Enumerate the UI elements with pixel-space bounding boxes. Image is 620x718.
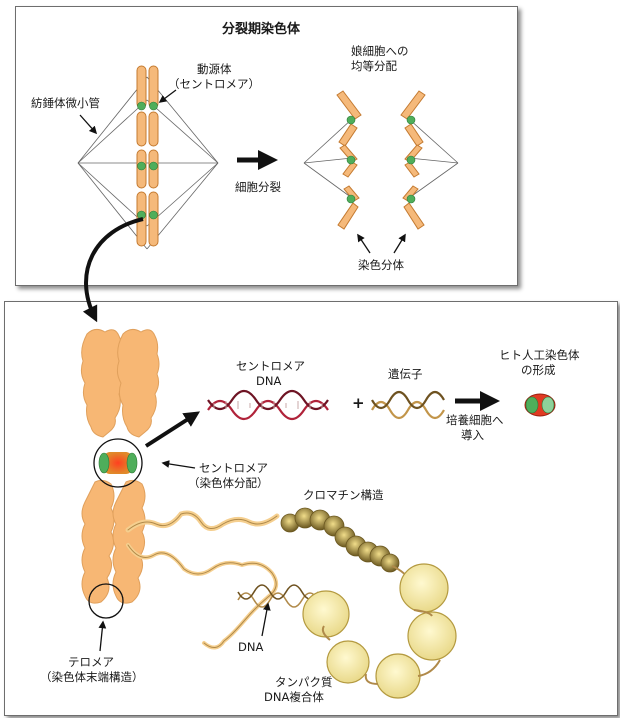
centromere-pointer-arrow-bottom	[163, 463, 195, 468]
centromere-kinetochore-left	[99, 453, 109, 473]
chromatin-solenoid	[281, 508, 399, 572]
spindle-pointer-arrow	[80, 115, 96, 133]
gene-label: 遺伝子	[388, 367, 423, 381]
daughter-spindle-lines	[304, 119, 458, 198]
telomere-label-line2: （染色体末端構造）	[40, 670, 144, 684]
dna-label: DNA	[238, 640, 263, 654]
centromere-dna-helix	[208, 391, 328, 419]
division-label: 細胞分裂	[235, 180, 281, 194]
hac-label-line1: ヒト人工染色体	[499, 348, 580, 362]
daughter-label-line1: 娘細胞への	[351, 44, 409, 58]
protein-dna-complex-label-line2: DNA複合体	[264, 690, 324, 704]
centromere-dna-label-line1: セントロメア	[236, 359, 305, 373]
introduce-label-line2: 導入	[461, 428, 484, 442]
chromatid-pointer-right	[394, 235, 405, 253]
dna-pointer-arrow	[262, 604, 268, 636]
centromere-dna-label-line2: DNA	[256, 374, 281, 388]
centromere-label-line2: （セントロメア）	[168, 77, 260, 91]
centromere-function-label-line2: （染色体分配）	[188, 476, 269, 490]
chromatid-pointer-left	[358, 235, 370, 253]
centromere-function-label-line1: セントロメア	[199, 461, 268, 475]
chromatin-structure-label: クロマチン構造	[303, 488, 384, 502]
chromatin-fiber	[128, 513, 277, 648]
protein-dna-complex-label-line1: タンパク質	[275, 675, 333, 689]
plus-sign: +	[352, 396, 365, 410]
telomere-pointer-arrow	[100, 622, 103, 651]
hac-label-line2: の形成	[521, 363, 556, 377]
gene-dna-helix	[372, 392, 444, 418]
spindle-label: 紡錘体微小管	[31, 96, 100, 110]
centromere-label-line1: 動源体	[197, 62, 232, 76]
kinetochores-daughter	[347, 116, 415, 203]
centromere-kinetochore-right	[127, 453, 137, 473]
telomere-label-line1: テロメア	[68, 655, 114, 669]
mitotic-chromosome-title: 分裂期染色体	[222, 23, 300, 37]
daughter-label-line2: 均等分配	[351, 59, 397, 73]
centromere-to-dna-arrow	[146, 414, 196, 446]
chromatid-label: 染色分体	[358, 258, 404, 272]
introduce-label-line1: 培養細胞へ	[446, 413, 504, 427]
artificial-chromosome-icon	[525, 394, 555, 416]
